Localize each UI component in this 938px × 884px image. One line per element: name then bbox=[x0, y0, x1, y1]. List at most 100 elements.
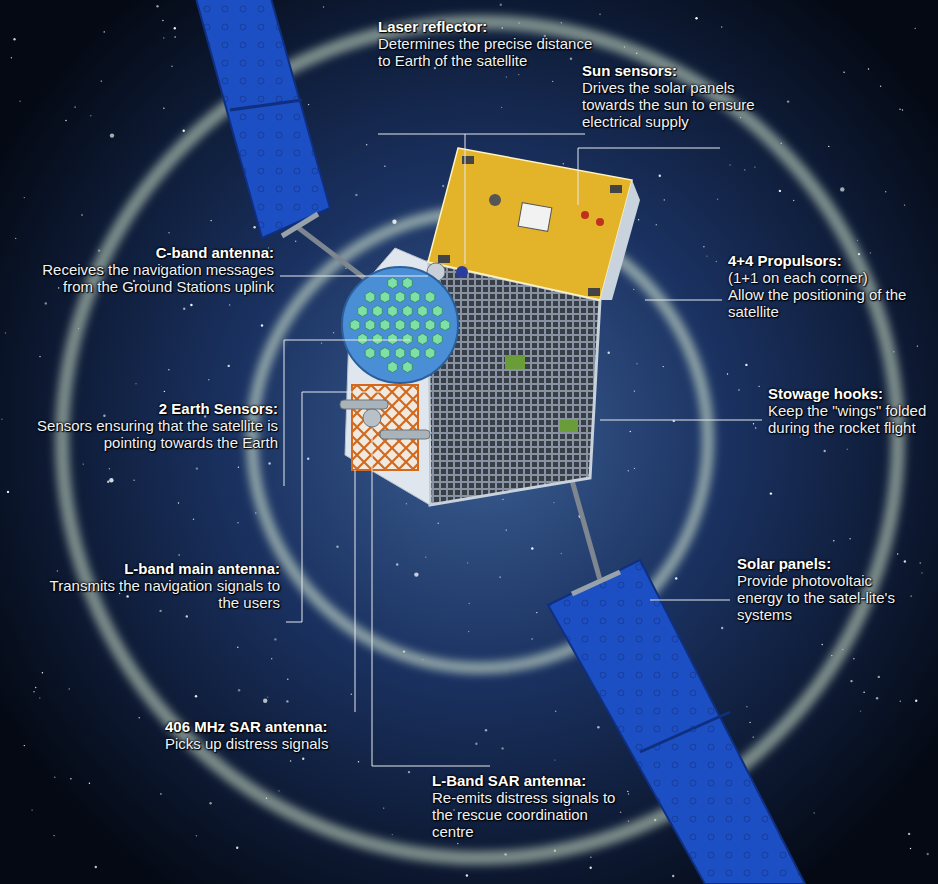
star bbox=[927, 853, 929, 855]
star bbox=[868, 68, 869, 69]
star bbox=[110, 133, 114, 137]
star bbox=[351, 694, 352, 695]
laser-reflector bbox=[456, 266, 468, 278]
star bbox=[910, 595, 911, 596]
antenna-element bbox=[350, 320, 360, 331]
star bbox=[721, 627, 723, 629]
star bbox=[392, 834, 393, 835]
star bbox=[164, 391, 165, 392]
sensor bbox=[489, 194, 501, 206]
callout-heading: 406 MHz SAR antenna: bbox=[165, 718, 395, 735]
star bbox=[295, 241, 296, 242]
star bbox=[485, 729, 487, 731]
star bbox=[863, 692, 864, 693]
star bbox=[159, 610, 161, 612]
antenna-element bbox=[395, 320, 405, 331]
star bbox=[860, 711, 861, 712]
sensor bbox=[596, 218, 604, 226]
star bbox=[636, 363, 637, 364]
star bbox=[552, 81, 553, 82]
antenna-element bbox=[403, 278, 413, 289]
star bbox=[358, 761, 359, 762]
star bbox=[13, 38, 15, 40]
star bbox=[160, 793, 161, 794]
antenna-element bbox=[388, 306, 398, 317]
callout-heading: Sun sensors: bbox=[582, 62, 787, 79]
star bbox=[915, 700, 917, 702]
star bbox=[833, 540, 834, 541]
star bbox=[744, 169, 745, 170]
star bbox=[850, 680, 852, 682]
star bbox=[174, 27, 176, 29]
star bbox=[876, 697, 878, 699]
star bbox=[553, 502, 554, 503]
callout: 406 MHz SAR antenna:Picks up distress si… bbox=[165, 718, 395, 752]
star bbox=[104, 31, 105, 32]
sar-cylinder bbox=[340, 400, 388, 409]
star bbox=[103, 415, 105, 417]
star bbox=[31, 809, 32, 810]
star bbox=[53, 835, 54, 836]
star bbox=[628, 820, 629, 821]
star bbox=[746, 706, 747, 707]
star bbox=[843, 72, 844, 73]
star bbox=[518, 74, 519, 75]
star bbox=[738, 389, 739, 390]
star bbox=[336, 546, 338, 548]
panel-yoke bbox=[282, 214, 318, 236]
star bbox=[755, 427, 756, 428]
callout-description: Picks up distress signals bbox=[165, 735, 395, 752]
star bbox=[83, 463, 84, 464]
star bbox=[628, 793, 629, 794]
star bbox=[721, 26, 722, 27]
star bbox=[800, 437, 801, 438]
star bbox=[228, 365, 230, 367]
propulsor bbox=[588, 288, 600, 296]
star bbox=[168, 232, 169, 233]
star bbox=[384, 166, 385, 167]
star bbox=[554, 759, 555, 760]
antenna-element bbox=[403, 362, 413, 373]
antenna-element bbox=[358, 334, 368, 345]
star bbox=[634, 390, 635, 391]
star bbox=[857, 240, 858, 241]
stowage-hook bbox=[560, 420, 578, 432]
propulsor bbox=[462, 156, 474, 164]
star bbox=[39, 697, 40, 698]
leader-line bbox=[578, 148, 720, 149]
antenna-element bbox=[410, 320, 420, 331]
star bbox=[107, 481, 109, 483]
star bbox=[195, 695, 197, 697]
star bbox=[253, 226, 255, 228]
star bbox=[897, 553, 898, 554]
star bbox=[267, 696, 268, 697]
antenna-element bbox=[418, 334, 428, 345]
star bbox=[904, 560, 906, 562]
radiator-face bbox=[428, 262, 600, 505]
l-band-antenna bbox=[342, 267, 458, 383]
solar-panel bbox=[195, 0, 330, 238]
star bbox=[590, 857, 591, 858]
antenna-element bbox=[403, 334, 413, 345]
star bbox=[880, 86, 881, 87]
star bbox=[847, 449, 848, 450]
star bbox=[899, 109, 900, 110]
star bbox=[237, 522, 238, 523]
callout-description: Allow the positioning of the satellite bbox=[728, 286, 928, 320]
star bbox=[675, 577, 677, 579]
star bbox=[921, 572, 922, 573]
star bbox=[139, 717, 140, 718]
star bbox=[853, 658, 854, 659]
star bbox=[663, 366, 664, 367]
star bbox=[902, 109, 903, 110]
star bbox=[286, 700, 288, 702]
star bbox=[183, 308, 185, 310]
star bbox=[638, 219, 639, 220]
star bbox=[1, 419, 2, 420]
star bbox=[278, 790, 279, 791]
star bbox=[196, 835, 197, 836]
star bbox=[758, 386, 759, 387]
antenna-element bbox=[410, 348, 420, 359]
panel-seam bbox=[230, 100, 302, 110]
star bbox=[531, 638, 532, 639]
